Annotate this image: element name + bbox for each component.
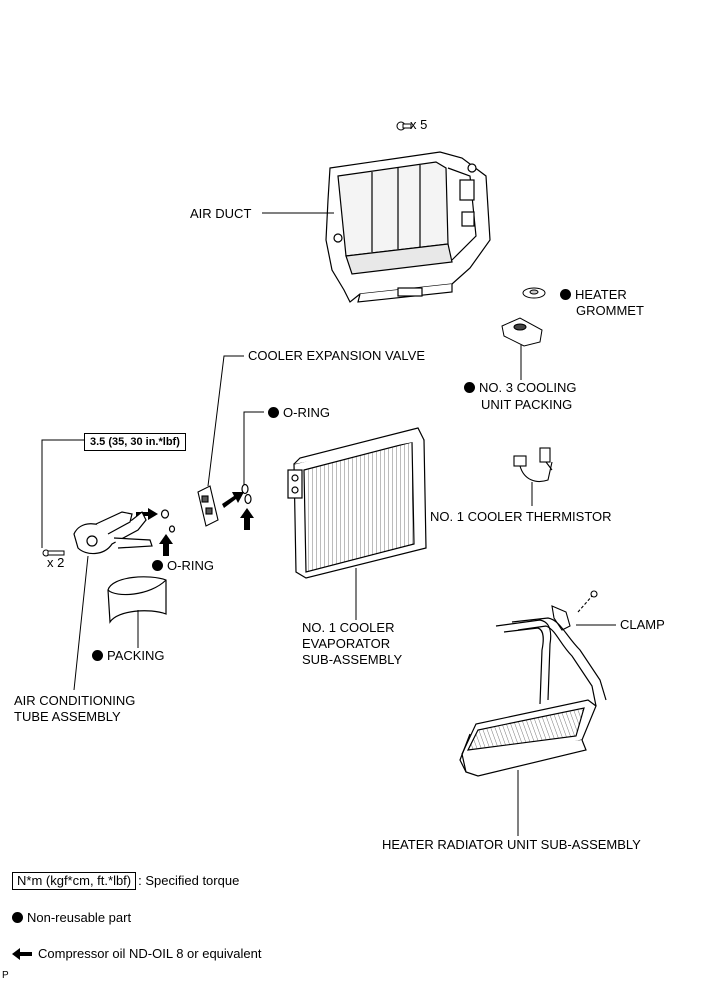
packing-label: PACKING [92,648,165,664]
legend-non-reusable: Non-reusable part [12,910,131,926]
ac-tube-label: AIR CONDITIONING [14,693,136,708]
packing [107,576,167,624]
clamp-label: CLAMP [620,617,665,632]
ac-tube-label-line2: TUBE ASSEMBLY [14,709,121,724]
black-arrow-icon [12,948,32,960]
heater-radiator-label: HEATER RADIATOR UNIT SUB-ASSEMBLY [382,837,641,852]
evaporator-label-line3: SUB-ASSEMBLY [302,652,403,667]
non-reusable-dot-icon [560,289,571,300]
heater-grommet [522,287,546,299]
o-ring-top [241,483,252,505]
cooling-unit-packing-label: NO. 3 COOLING [464,380,577,396]
legend-compressor-oil: Compressor oil ND-OIL 8 or equivalent [12,946,262,962]
bolt-icon [42,549,65,557]
ac-tube-assembly [73,511,153,555]
air-duct-label: AIR DUCT [190,206,252,221]
cooler-expansion-valve [197,485,219,527]
heater-radiator [459,617,607,777]
cooler-thermistor-label: NO. 1 COOLER THERMISTOR [430,509,612,524]
cooling-unit-packing-label-line2: UNIT PACKING [481,397,573,412]
legend-torque: N*m (kgf*cm, ft.*lbf): Specified torque [12,872,239,890]
non-reusable-dot-icon [464,382,475,393]
air-duct [325,151,491,303]
cooler-thermistor [513,447,553,483]
cooler-evaporator [287,427,427,579]
clamp [551,590,598,631]
cooler-expansion-valve-label: COOLER EXPANSION VALVE [248,348,425,363]
bolt-count-label: x 2 [47,555,65,570]
non-reusable-dot-icon [92,650,103,661]
cooling-unit-packing [501,317,543,347]
bolt-count-label: x 5 [410,117,428,132]
non-reusable-dot-icon [268,407,279,418]
heater-grommet-label: HEATER [560,287,627,303]
heater-grommet-label-line2: GROMMET [576,303,644,318]
bolt-icon [396,121,412,131]
o-ring-bottom-label: O-RING [152,558,214,574]
o-ring-top-label: O-RING [268,405,330,421]
torque-unit-box: N*m (kgf*cm, ft.*lbf) [12,872,137,890]
corner-mark: P [2,970,9,981]
o-ring-bottom [160,509,176,533]
torque-spec-box: 3.5 (35, 30 in.*lbf) [84,433,186,451]
non-reusable-dot-icon [152,560,163,571]
evaporator-label-line2: EVAPORATOR [302,636,391,651]
evaporator-label: NO. 1 COOLER [302,620,395,635]
oil-arrow-icon [136,492,254,556]
black-dot-icon [12,912,23,923]
